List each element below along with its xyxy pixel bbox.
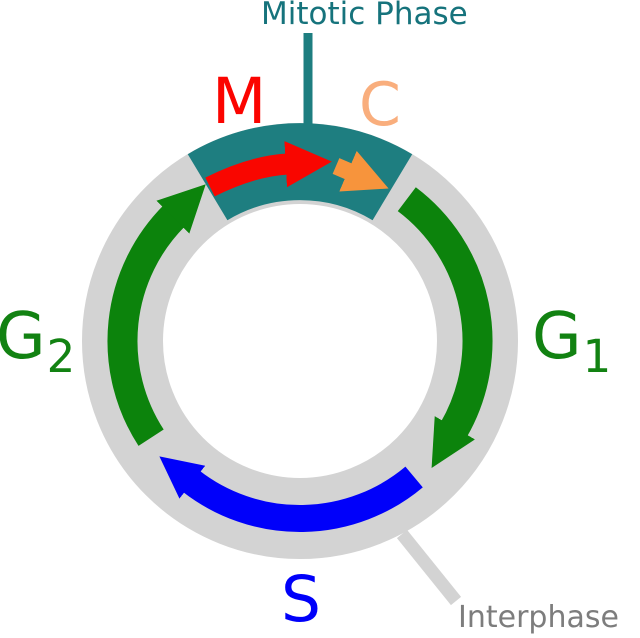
- g1-phase-label-subscript: 1: [582, 330, 612, 383]
- g2-phase-label-main: G: [0, 300, 46, 374]
- interphase-pointer-line: [396, 529, 462, 606]
- m-phase-label: M: [212, 65, 267, 138]
- mitotic-phase-label: Mitotic Phase: [261, 0, 468, 32]
- c-phase-arrow: [332, 150, 389, 192]
- m-phase-arrow: [205, 141, 332, 197]
- g1-phase-label: G1: [532, 305, 611, 379]
- g1-phase-label-main: G: [532, 300, 582, 374]
- g2-arrow: [107, 184, 206, 446]
- g1-arrow: [397, 187, 493, 469]
- c-phase-label: C: [359, 70, 401, 140]
- interphase-label: Interphase: [458, 600, 619, 635]
- g2-phase-label-subscript: 2: [46, 330, 76, 383]
- s-phase-label: S: [281, 563, 321, 636]
- g2-phase-label: G2: [0, 305, 75, 379]
- s-arrow: [159, 456, 423, 533]
- mitotic-phase-pointer-line: [303, 33, 313, 164]
